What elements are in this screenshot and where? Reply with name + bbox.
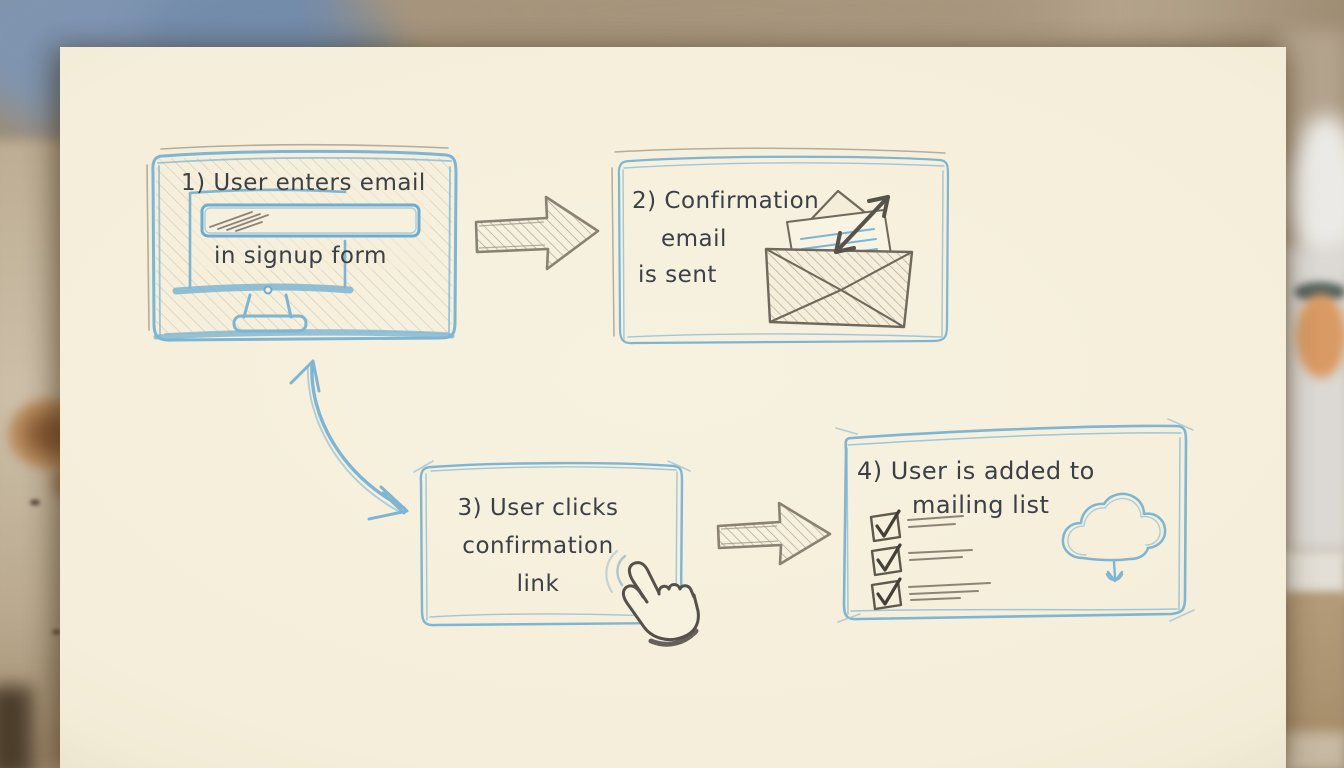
step-3-caption-line: confirmation <box>462 533 614 559</box>
graphite-speck <box>30 500 40 505</box>
wood-right-strip <box>1283 732 1344 768</box>
white-baseboard-blur <box>1283 550 1344 598</box>
shadow-corner <box>0 686 32 768</box>
pencil-shaving <box>1296 294 1344 378</box>
step-2-caption-line: 2) Confirmation <box>632 188 820 214</box>
step-1-caption-line: 1) User enters email <box>181 170 426 196</box>
step-1-caption-line: in signup form <box>214 243 387 269</box>
wood-right-strip <box>1283 592 1344 742</box>
step-2-caption-line: is sent <box>638 262 717 288</box>
paper-sheet <box>60 47 1286 768</box>
step-4-caption-line: mailing list <box>912 491 1050 519</box>
step-3-caption-line: link <box>516 571 560 597</box>
graphite-speck <box>52 630 61 634</box>
step-3-caption: 3) User clicks confirmation link <box>424 489 652 603</box>
step-4-caption-line: 4) User is added to <box>857 457 1095 485</box>
step-3-caption-line: 3) User clicks <box>457 495 619 521</box>
step-2-caption-line: email <box>661 226 727 252</box>
